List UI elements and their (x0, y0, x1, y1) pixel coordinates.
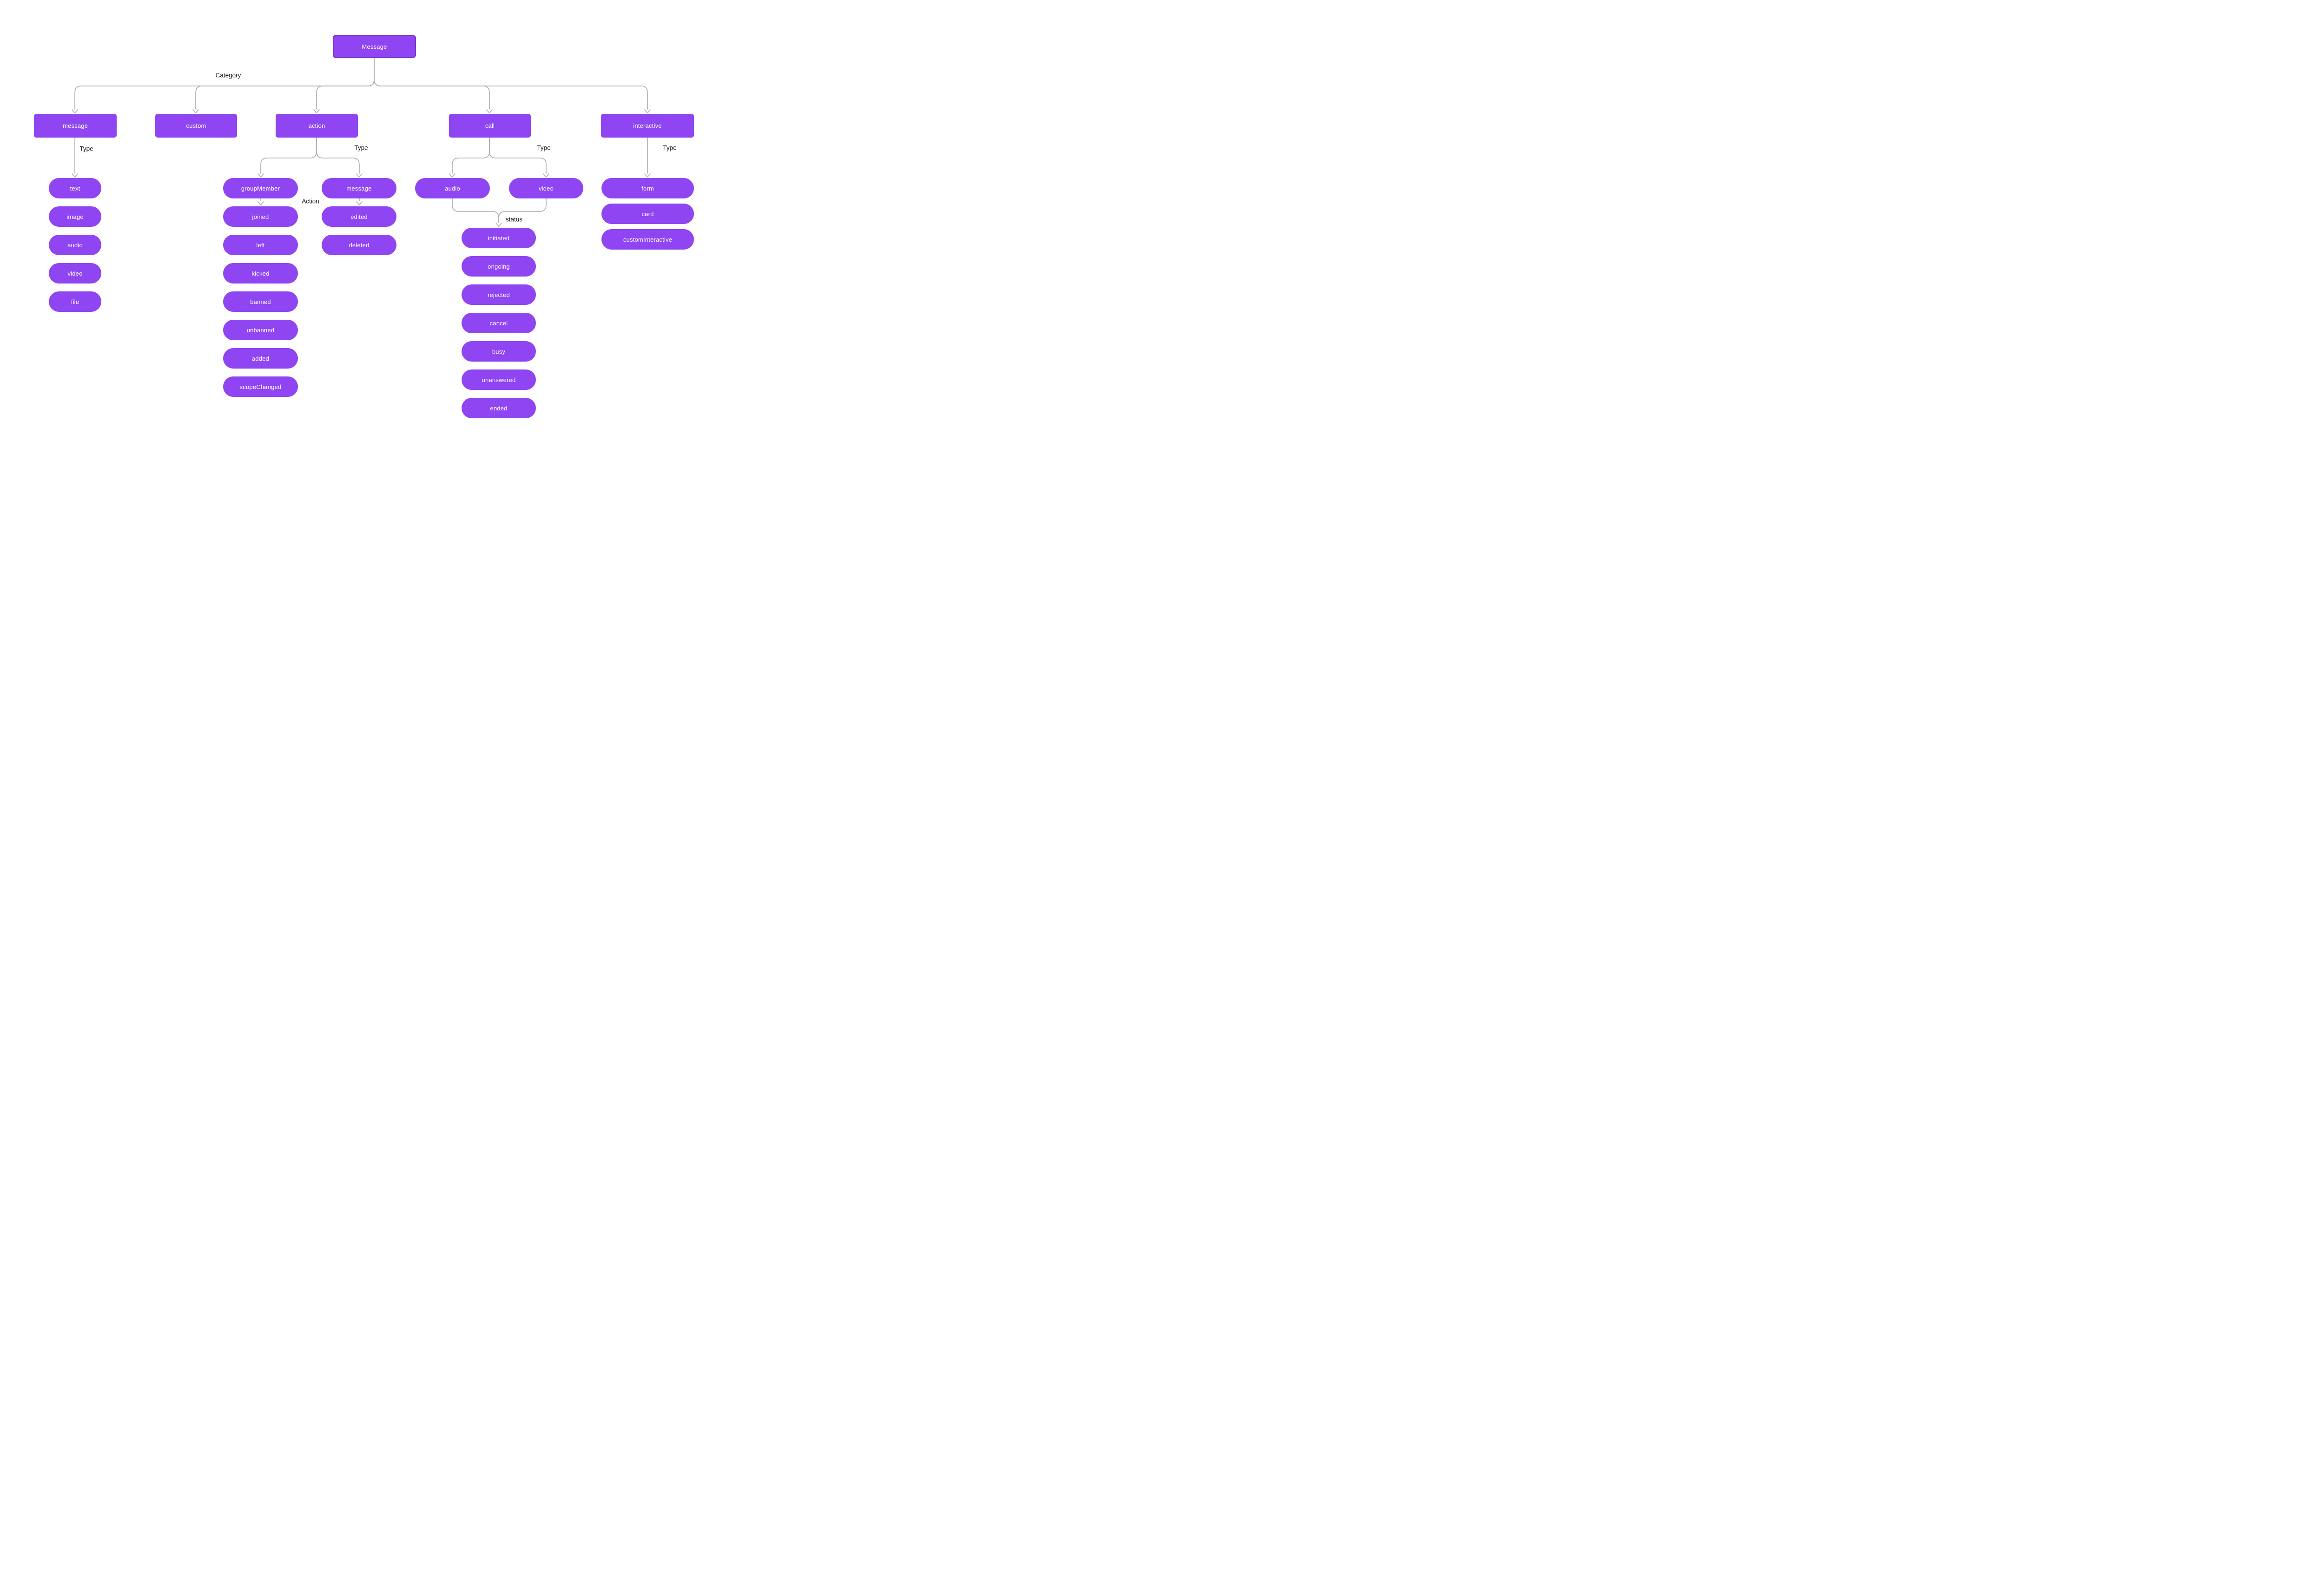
arrowhead (72, 109, 78, 113)
edge-label-call-status: status (505, 216, 523, 223)
arrowhead (72, 173, 78, 178)
arrowhead (644, 173, 651, 178)
edge-action-groupmember (260, 137, 317, 174)
node-call-status-rejected: rejected (462, 284, 536, 305)
edge-call-audio (452, 137, 490, 174)
edge-call-video (489, 137, 547, 174)
edge-root-action (316, 58, 375, 110)
node-action-type-groupmember: groupMember (223, 178, 298, 198)
node-interactive-type-form: form (601, 178, 694, 198)
node-group-action-scopechanged: scopeChanged (223, 376, 298, 397)
node-interactive-type-card: card (601, 204, 694, 224)
edge-label-call-type: Type (537, 144, 551, 152)
node-call-status-ongoing: ongoing (462, 256, 536, 277)
diagram-canvas: Message Category Type Type Action Type s… (0, 0, 729, 454)
node-message-type-text: text (49, 178, 101, 198)
edge-video-status (498, 198, 547, 223)
node-call-status-initiated: initiated (462, 228, 536, 248)
edge-root-interactive (374, 58, 648, 110)
edge-audio-status (452, 198, 499, 223)
node-category-interactive: interactive (601, 114, 694, 138)
arrowhead (356, 201, 363, 205)
node-group-action-added: added (223, 348, 298, 369)
node-call-type-video: video (509, 178, 583, 198)
arrowhead (543, 173, 549, 178)
node-group-action-left: left (223, 235, 298, 255)
node-root-message: Message (333, 35, 416, 58)
edge-root-call (374, 58, 490, 110)
node-category-message: message (34, 114, 117, 138)
node-category-call: call (449, 114, 531, 138)
node-interactive-type-custominteractive: customInteractive (601, 229, 694, 250)
arrowhead (313, 109, 320, 113)
node-group-action-kicked: kicked (223, 263, 298, 284)
edge-label-category: Category (215, 72, 241, 79)
arrowhead (486, 109, 493, 113)
arrowhead (495, 223, 502, 227)
edge-root-message (74, 58, 375, 110)
node-group-action-unbanned: unbanned (223, 320, 298, 340)
node-message-type-file: file (49, 291, 101, 312)
arrowhead (356, 173, 363, 178)
edge-label-action-type: Type (354, 144, 368, 152)
node-call-status-ended: ended (462, 398, 536, 418)
node-message-type-video: video (49, 263, 101, 284)
connectors (72, 58, 651, 227)
node-message-type-audio: audio (49, 235, 101, 255)
node-call-status-unanswered: unanswered (462, 369, 536, 390)
node-message-type-image: image (49, 206, 101, 227)
node-message-action-edited: edited (322, 206, 396, 227)
node-call-type-audio: audio (415, 178, 490, 198)
edge-label-interactive-type: Type (663, 144, 677, 152)
edge-label-group-member-action: Action (302, 198, 319, 205)
edge-label-message-type: Type (79, 145, 93, 152)
arrowhead (257, 173, 264, 178)
node-action-type-message: message (322, 178, 396, 198)
node-category-action: action (276, 114, 358, 138)
node-call-status-busy: busy (462, 341, 536, 362)
node-call-status-cancel: cancel (462, 313, 536, 333)
node-message-action-deleted: deleted (322, 235, 396, 255)
arrowhead (192, 109, 199, 113)
node-category-custom: custom (155, 114, 237, 138)
node-group-action-joined: joined (223, 206, 298, 227)
arrowhead (257, 201, 264, 205)
edge-action-message (316, 137, 360, 174)
arrowhead (449, 173, 456, 178)
edge-root-custom (195, 58, 375, 110)
arrowhead (644, 109, 651, 113)
node-group-action-banned: banned (223, 291, 298, 312)
